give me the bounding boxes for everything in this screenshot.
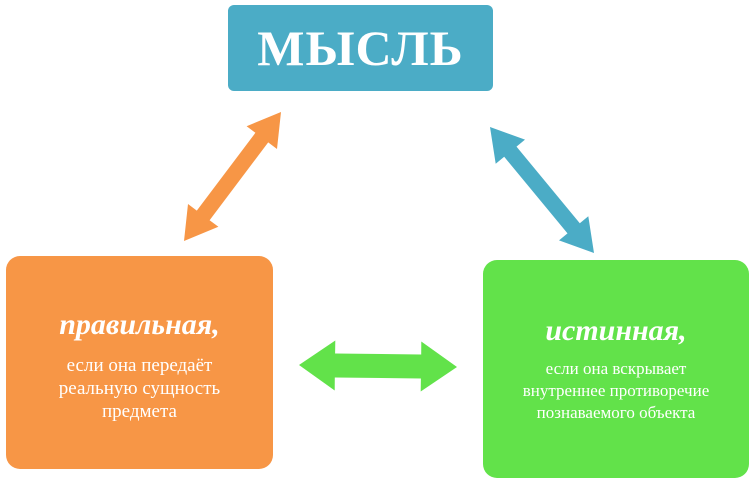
desc-line: если она вскрывает bbox=[545, 359, 687, 378]
desc-line: познаваемого объекта bbox=[536, 403, 696, 422]
arrow-correct-true bbox=[299, 340, 457, 392]
correct-heading: правильная, bbox=[59, 308, 220, 341]
thought-box: МЫСЛЬ bbox=[228, 5, 493, 91]
true-heading: истинная, bbox=[545, 314, 687, 347]
arrow-thought-correct bbox=[184, 112, 281, 241]
desc-line: предмета bbox=[102, 401, 177, 422]
correct-description: если она передаёт реальную сущность пред… bbox=[6, 354, 273, 423]
thought-title: МЫСЛЬ bbox=[257, 20, 464, 76]
desc-line: если она передаёт bbox=[66, 355, 213, 376]
true-description: если она вскрывает внутреннее противореч… bbox=[483, 358, 749, 424]
desc-line: внутреннее противоречие bbox=[522, 381, 710, 400]
desc-line: реальную сущность bbox=[58, 378, 221, 399]
correct-box: правильная, если она передаёт реальную с… bbox=[6, 256, 273, 469]
true-box: истинная, если она вскрывает внутреннее … bbox=[483, 260, 749, 478]
arrow-thought-true bbox=[490, 127, 594, 253]
